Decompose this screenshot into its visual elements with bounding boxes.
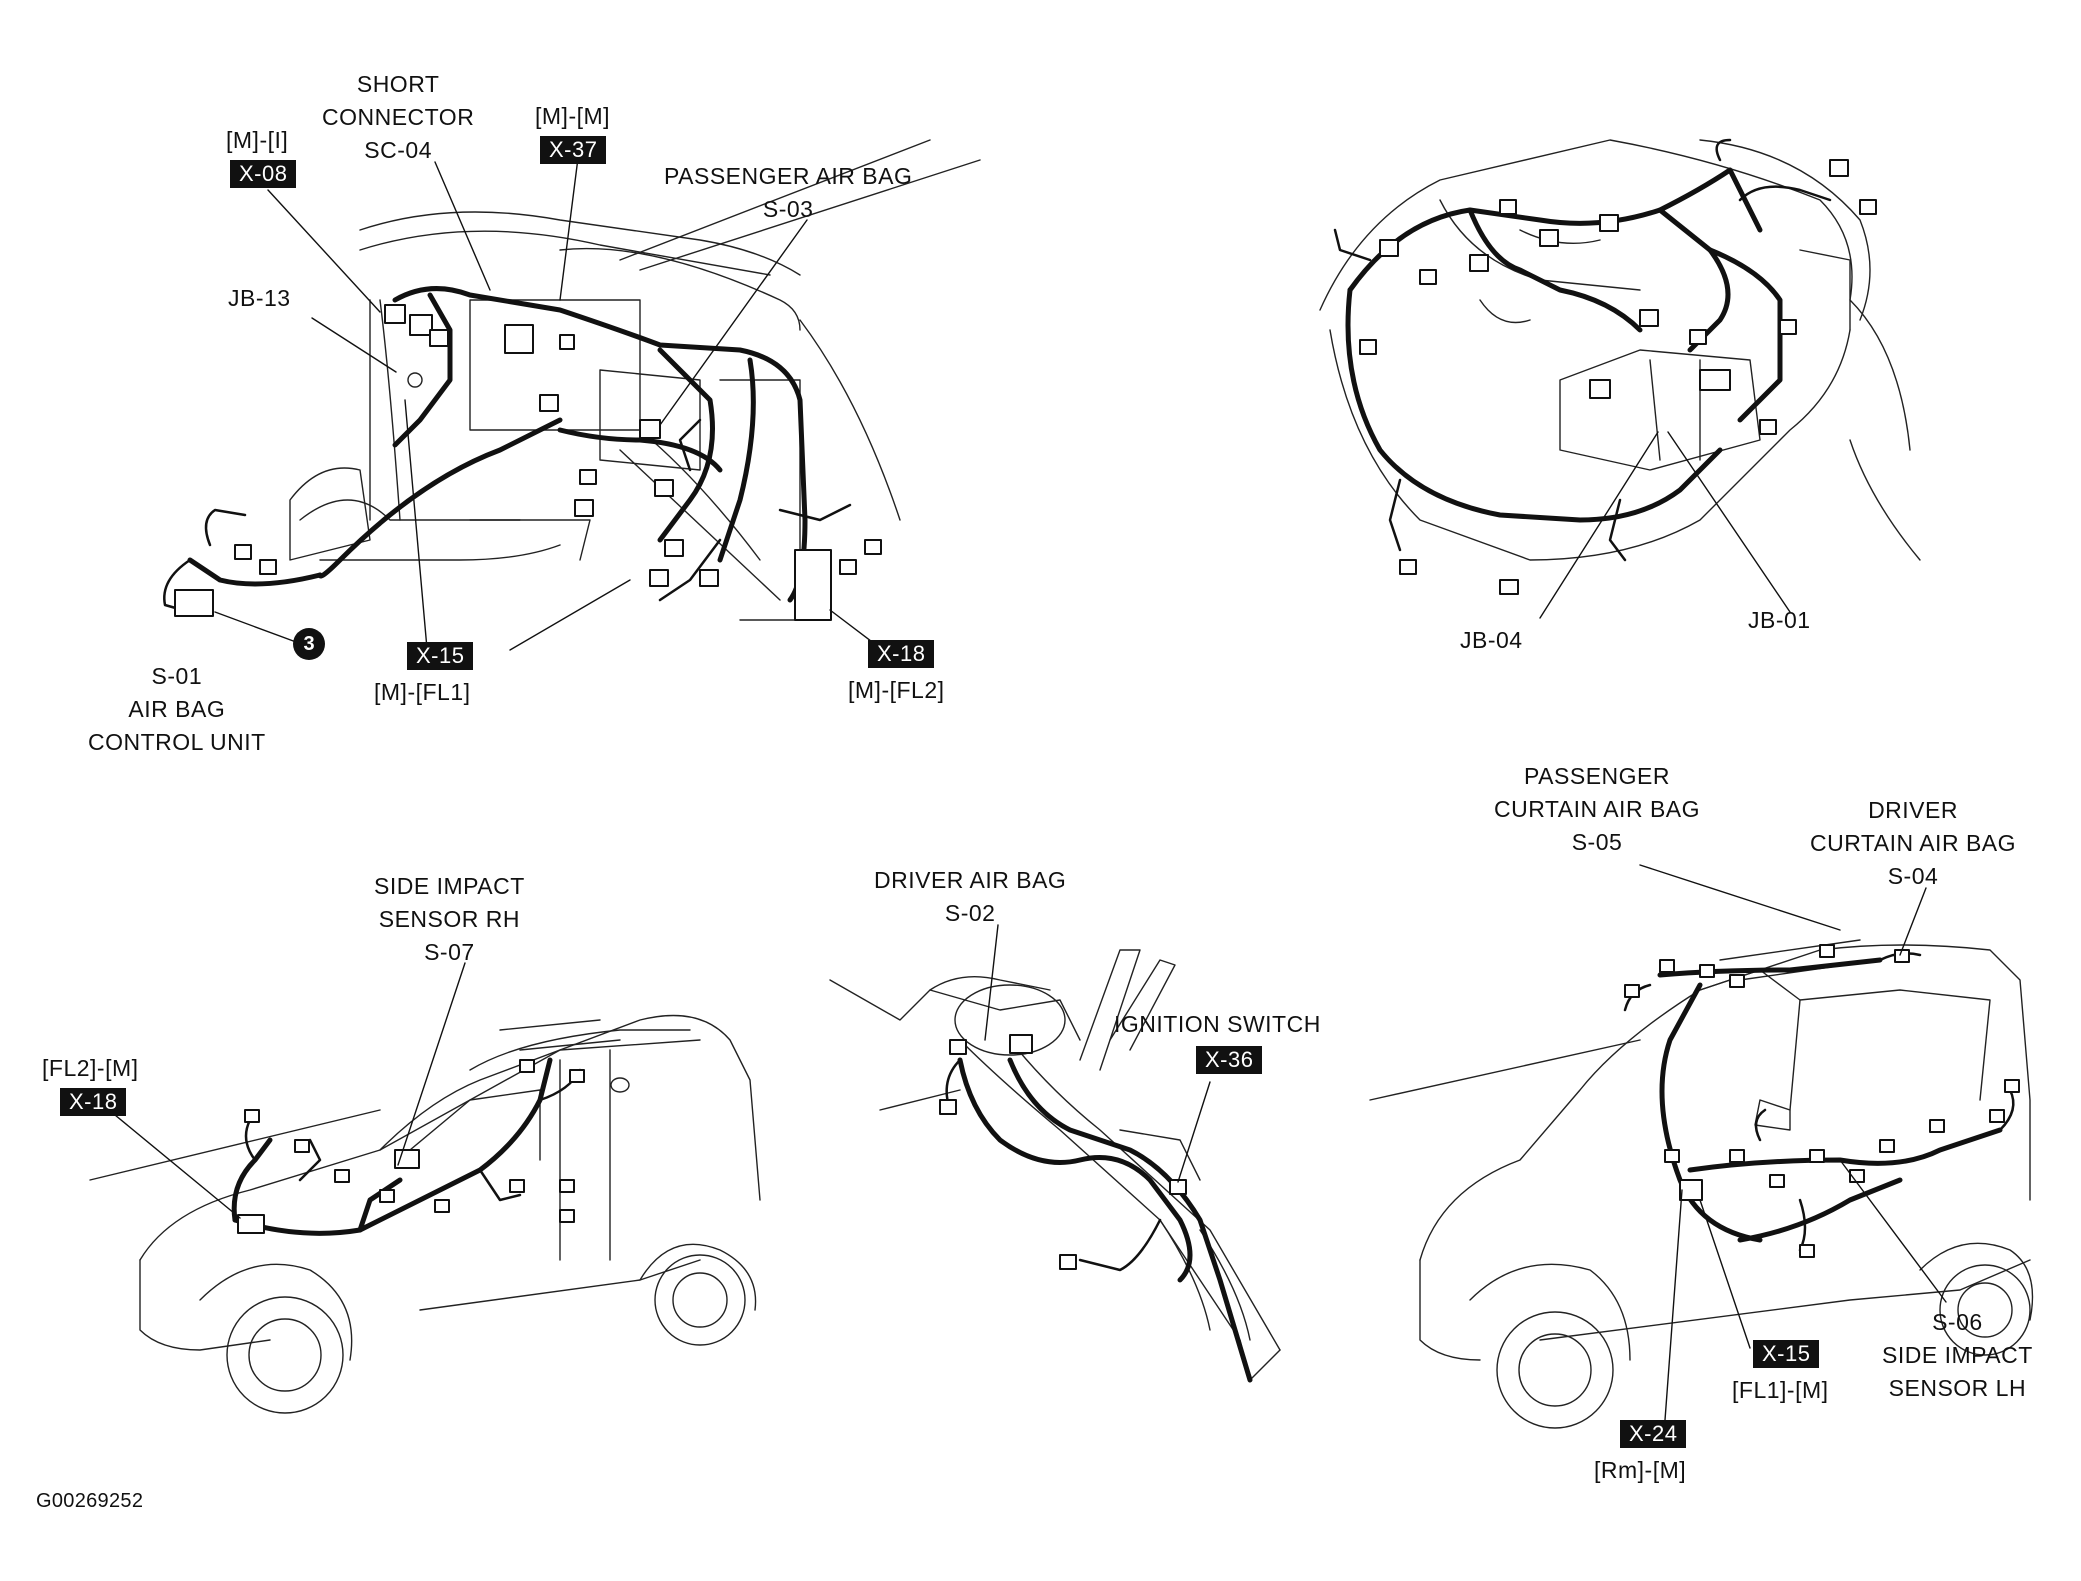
passenger-air-bag-label: PASSENGER AIR BAG S-03 <box>664 163 913 222</box>
x24-badge: X-24 <box>1620 1420 1687 1448</box>
jb04-label: JB-04 <box>1460 627 1523 653</box>
vehicle-lh-connectors <box>1624 944 2020 1258</box>
dashboard-harness <box>187 286 808 603</box>
vehicle-rh-drawing <box>89 1014 761 1414</box>
side-impact-sensor-rh-label: SIDE IMPACT SENSOR RH S-07 <box>374 873 525 965</box>
side-impact-sensor-lh-label: S-06 SIDE IMPACT SENSOR LH <box>1882 1309 2033 1401</box>
vehicle-rh-connectors <box>237 1059 585 1234</box>
vehicle-rh-leader-lines <box>114 962 466 1219</box>
engine-harness-thin <box>1333 138 1832 562</box>
engine-leader-lines <box>1539 431 1791 619</box>
engine-connectors <box>1359 159 1877 595</box>
x18-badge-top: X-18 <box>868 640 935 668</box>
short-connector-label: SHORT CONNECTOR SC-04 <box>322 71 475 163</box>
x36-badge: X-36 <box>1196 1046 1263 1074</box>
engine-harness <box>1345 167 1783 523</box>
dashboard-connectors <box>174 304 882 621</box>
engine-compartment-drawing <box>1319 139 1921 561</box>
m-m-label: [M]-[M] <box>535 103 611 129</box>
m-fl1-label: [M]-[FL1] <box>374 679 471 705</box>
figure-id: G00269252 <box>36 1490 144 1512</box>
vehicle-lh-harness <box>1657 957 2003 1243</box>
driver-curtain-air-bag-label: DRIVER CURTAIN AIR BAG S-04 <box>1810 797 2017 889</box>
air-bag-control-unit-label: S-01 AIR BAG CONTROL UNIT <box>88 663 266 755</box>
x15-badge-top: X-15 <box>407 642 474 670</box>
x18-badge-bottom: X-18 <box>60 1088 127 1116</box>
ignition-switch-label: IGNITION SWITCH <box>1114 1011 1321 1037</box>
callout-marker-3: 3 <box>293 628 325 660</box>
vehicle-lh-leader-lines <box>1639 864 1947 1421</box>
driver-air-bag-label: DRIVER AIR BAG S-02 <box>874 867 1067 926</box>
x37-badge: X-37 <box>540 136 607 164</box>
steering-harness <box>957 1057 1253 1383</box>
fl1-m-label: [FL1]-[M] <box>1732 1377 1829 1403</box>
vehicle-rh-harness-thin <box>244 1068 582 1202</box>
steering-leader-lines <box>984 924 1211 1183</box>
jb01-label: JB-01 <box>1748 607 1811 633</box>
dashboard-leader-lines <box>214 157 893 661</box>
dashboard-harness-thin <box>163 418 852 617</box>
jb13-label: JB-13 <box>228 285 291 311</box>
steering-connectors <box>939 1034 1187 1270</box>
m-i-label: [M]-[I] <box>226 127 289 153</box>
vehicle-rh-harness <box>231 1057 553 1236</box>
x08-badge: X-08 <box>230 160 297 188</box>
m-fl2-label: [M]-[FL2] <box>848 677 945 703</box>
passenger-curtain-air-bag-label: PASSENGER CURTAIN AIR BAG S-05 <box>1494 763 1701 855</box>
fl2-m-label: [FL2]-[M] <box>42 1055 139 1081</box>
vehicle-lh-drawing <box>1369 939 2034 1429</box>
x15-badge-bottom: X-15 <box>1753 1340 1820 1368</box>
rm-m-label: [Rm]-[M] <box>1594 1457 1687 1483</box>
